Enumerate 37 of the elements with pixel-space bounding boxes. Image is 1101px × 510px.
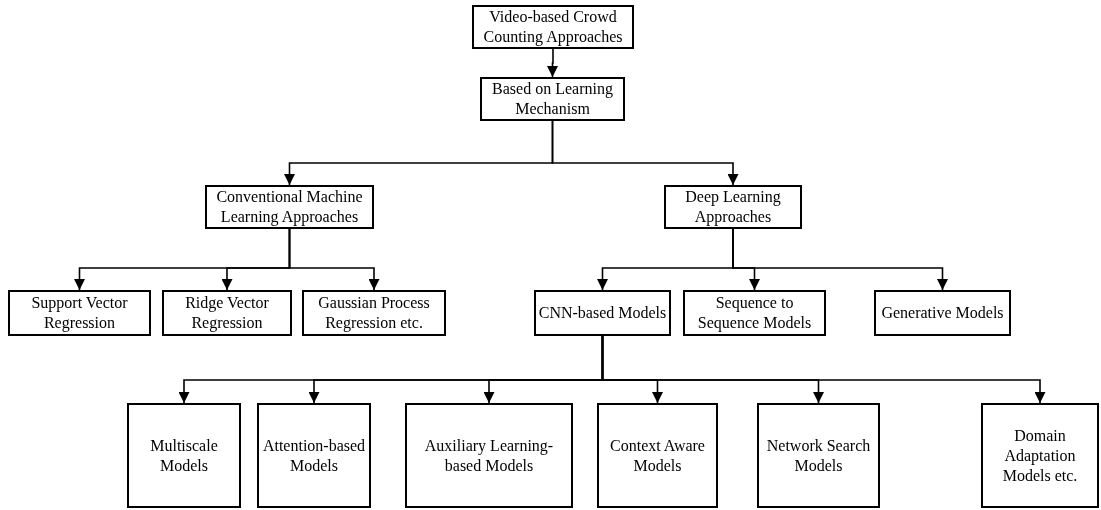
category-box (597, 403, 718, 508)
category-box (981, 403, 1099, 508)
category-box (257, 403, 371, 508)
category-label: Context Aware Models (609, 435, 706, 476)
category-box (8, 290, 151, 336)
arrow (547, 48, 558, 78)
category-label: Video-based Crowd Counting Approaches (482, 7, 624, 47)
category-box (472, 5, 634, 49)
category-label: Auxiliary Learning-based Models (423, 435, 555, 476)
category-box (127, 403, 241, 508)
category-box (874, 290, 1011, 336)
category-box (205, 185, 374, 229)
category-label: CNN-based Models (537, 303, 668, 323)
category-box (683, 290, 826, 336)
category-box (664, 185, 802, 229)
category-label: Sequence to Sequence Models (696, 293, 813, 333)
category-label: Support Vector Regression (30, 293, 129, 333)
category-label: Generative Models (880, 303, 1005, 323)
category-label: Deep Learning Approaches (684, 187, 782, 227)
category-label: Domain Adaptation Models etc. (1001, 425, 1079, 486)
category-box (405, 403, 573, 508)
category-label: Conventional Machine Learning Approaches (215, 187, 364, 227)
arrow (601, 335, 1046, 404)
category-box (757, 403, 880, 508)
category-label: Network Search Models (765, 435, 872, 476)
arrow (732, 228, 948, 291)
arrow (288, 228, 380, 291)
category-box (162, 290, 292, 336)
category-label: Ridge Vector Regression (184, 293, 270, 333)
category-label: Gaussian Process Regression etc. (317, 293, 431, 333)
category-box (480, 77, 625, 121)
category-box (302, 290, 446, 336)
category-label: Based on Learning Mechanism (491, 79, 614, 119)
arrow (551, 120, 739, 186)
category-label: Attention-based Models (261, 435, 367, 476)
category-box (534, 290, 671, 336)
category-label: Multiscale Models (149, 435, 219, 476)
